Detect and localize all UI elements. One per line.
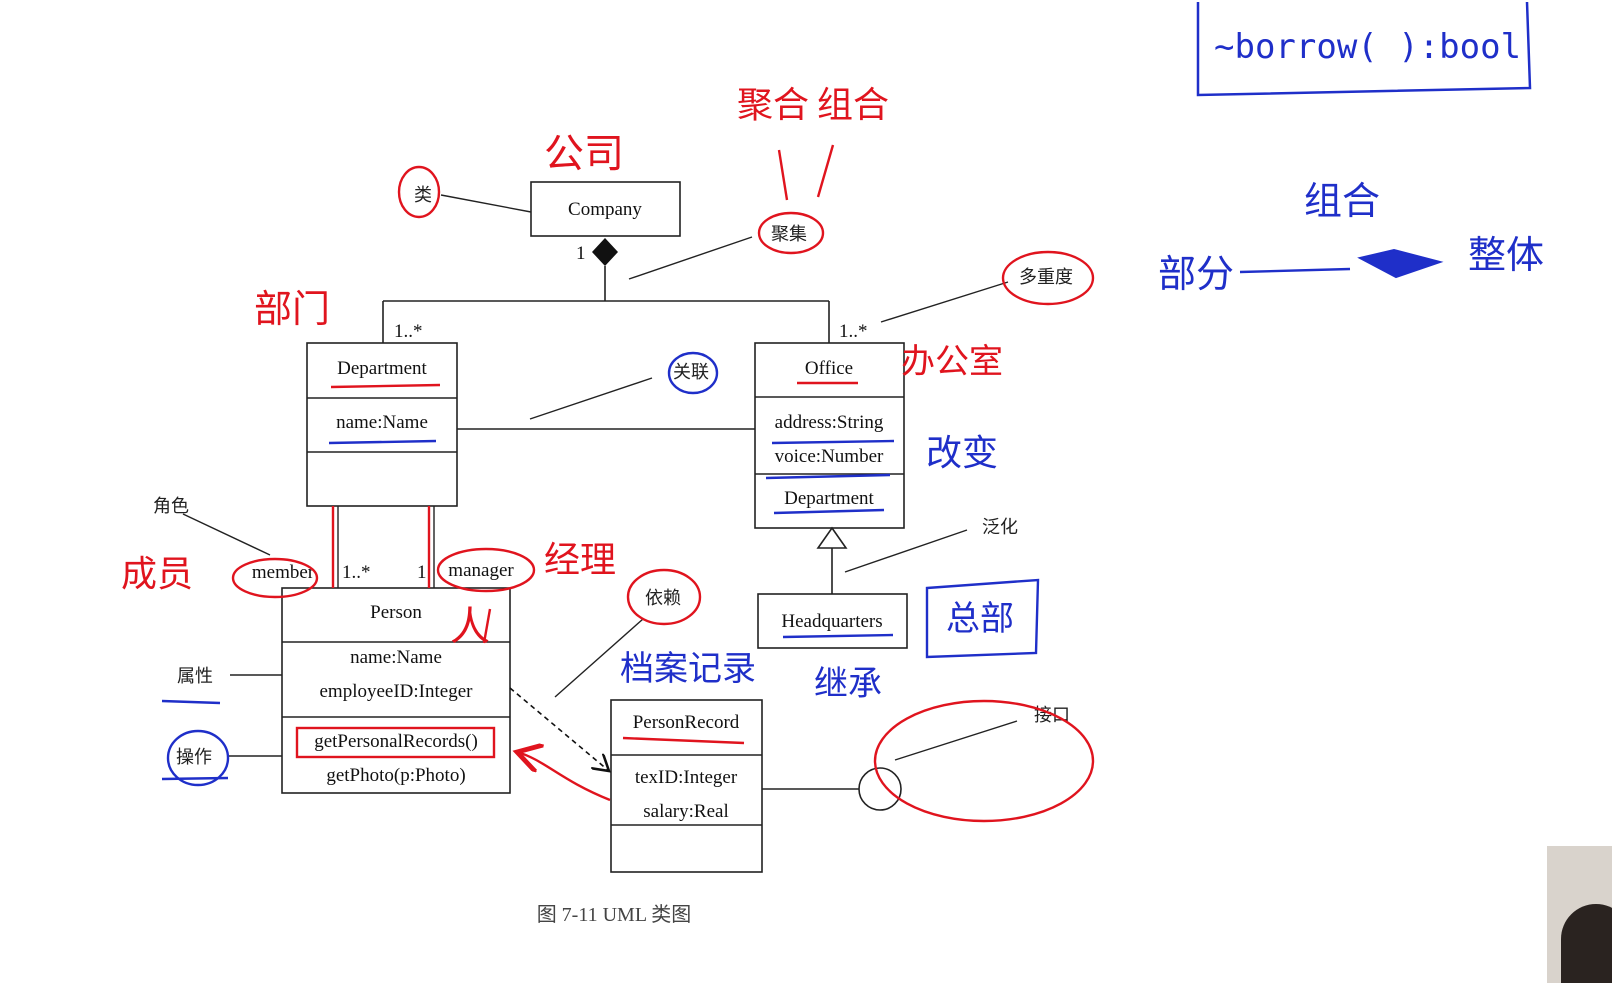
role-manager: manager [448,560,514,581]
callout-attribute: 属性 [177,666,213,687]
person-op-getpersonalrecords: getPersonalRecords() [314,731,478,752]
multiplicity-office: 1..* [839,321,868,342]
annotation-office: 办公室 [901,342,1003,382]
person-attr-employeeid: employeeID:Integer [320,681,474,702]
member-manager-associations [331,506,431,588]
class-headquarters: Headquarters [757,593,908,649]
class-office: Office address:String voice:Number Depar… [754,342,905,529]
class-office-name: Office [805,358,853,379]
office-op-department: Department [784,488,874,509]
multiplicity-member: 1..* [342,562,371,583]
annotation-composition: 组合 [1304,179,1380,223]
borrow-annotation: ~borrow( ):bool [1196,1,1532,97]
callout-association: 关联 [673,362,709,383]
office-attr-voice: voice:Number [775,446,884,467]
annotation-company: 公司 [544,131,624,177]
callout-multiplicity: 多重度 [1019,267,1073,288]
annotation-manager: 经理 [544,540,616,581]
presenter-head [1561,904,1612,983]
class-company: Company [530,181,681,237]
callout-aggregation: 聚集 [771,224,807,245]
multiplicity-manager: 1 [417,562,427,583]
annotation-whole: 整体 [1468,233,1544,277]
webcam-thumbnail [1547,846,1612,983]
callout-leaders [182,194,1018,761]
annotation-aggregation-2: 组合 [817,85,889,126]
annotation-member: 成员 [121,554,193,595]
blue-composition-diamond [1357,248,1444,279]
multiplicity-company: 1 [576,243,586,264]
class-personrecord-name: PersonRecord [633,712,740,733]
callout-dependency: 依赖 [645,588,681,609]
department-attr-name: name:Name [336,412,428,433]
callout-class: 类 [414,185,432,206]
annotation-part: 部分 [1158,252,1234,296]
role-member: member [252,562,315,583]
class-department: Department name:Name [306,342,458,507]
multiplicity-department: 1..* [394,321,423,342]
red-ink-marks [231,144,1095,823]
blue-ink-marks [161,267,1351,787]
annotation-aggregation-1: 聚合 [737,85,809,126]
annotation-record: 档案记录 [620,649,756,689]
generalization-arrow [816,526,848,594]
callout-operation: 操作 [176,747,212,768]
personrecord-attr-texid: texID:Integer [635,767,738,788]
class-personrecord: PersonRecord texID:Integer salary:Real [610,699,763,873]
annotation-headquarters: 总部 [946,599,1014,639]
office-attr-address: address:String [775,412,884,433]
borrow-text: ~borrow( ):bool [1214,27,1521,67]
callout-role: 角色 [153,496,189,517]
composition-diamond [592,238,618,266]
person-op-getphoto: getPhoto(p:Photo) [326,765,465,786]
annotation-department: 部门 [254,287,330,331]
dependency-arrow [509,687,609,771]
class-person: Person name:Name employeeID:Integer getP… [281,587,511,794]
annotation-person: 人 [450,604,490,650]
class-headquarters-name: Headquarters [781,611,882,632]
composition-connector [382,266,830,343]
class-person-name: Person [370,602,422,623]
figure-caption: 图 7-11 UML 类图 [537,903,692,926]
callout-generalization: 泛化 [982,517,1018,538]
class-company-name: Company [568,199,642,220]
annotation-change: 改变 [926,433,998,474]
person-attr-name: name:Name [350,647,442,668]
annotation-inherit: 继承 [814,664,882,704]
class-department-name: Department [337,358,427,379]
personrecord-attr-salary: salary:Real [643,801,728,822]
interface-lollipop [762,767,902,811]
